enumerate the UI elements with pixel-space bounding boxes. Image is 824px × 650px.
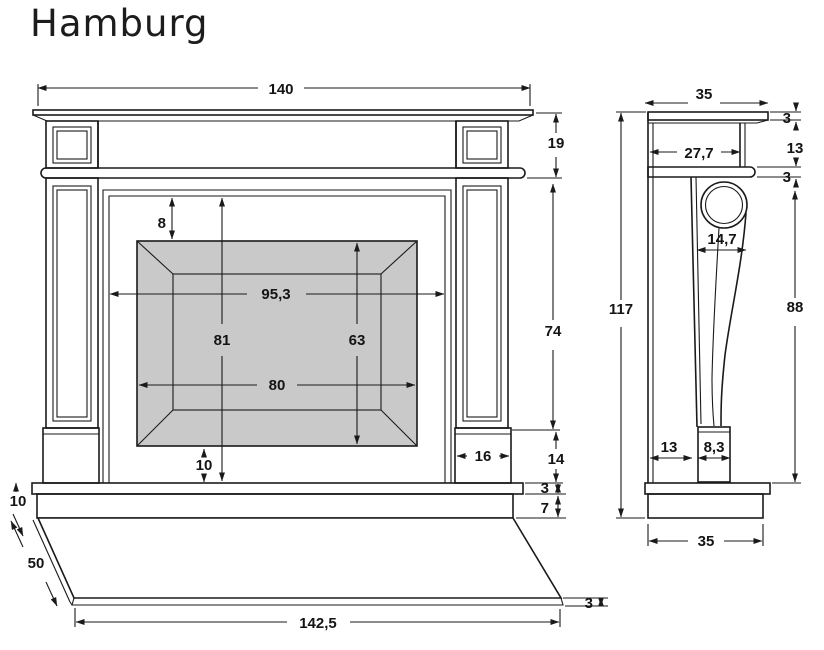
dim-front-hearth-depth: 50	[28, 555, 45, 572]
dim-side-shelf-thickness: 3	[783, 110, 791, 127]
side-shelf	[647, 111, 769, 124]
dim-front-frieze-height: 19	[548, 135, 565, 152]
dim-front-insert-height: 63	[349, 332, 366, 349]
dim-side-base-depth: 13	[661, 439, 678, 456]
dim-front-plinth-bottom: 7	[541, 500, 549, 517]
dim-front-sill-height: 10	[196, 457, 213, 474]
side-dimensions: 35 3 13 3 27,7	[609, 86, 803, 550]
dim-front-opening-width: 95,3	[261, 286, 290, 303]
right-capital-block	[455, 120, 509, 169]
dim-front-insert-width: 80	[269, 377, 286, 394]
astragal-rail	[40, 167, 526, 179]
plinth	[31, 482, 524, 519]
dim-side-frieze-height: 13	[787, 140, 804, 157]
dim-side-leg-height: 88	[787, 299, 804, 316]
opening-surround	[102, 189, 452, 483]
dim-side-block-width: 8,3	[704, 439, 725, 456]
dim-side-top-width: 35	[696, 86, 713, 103]
side-view: 35 3 13 3 27,7	[609, 86, 803, 550]
dim-front-column-height: 74	[545, 323, 562, 340]
front-view: 140 8 95,3 81 63 80	[10, 81, 608, 632]
right-column	[455, 177, 509, 429]
dim-side-frieze-depth: 27,7	[684, 145, 713, 162]
dim-front-base-block-width: 16	[475, 448, 492, 465]
left-base-block	[42, 427, 100, 484]
side-plinth	[644, 482, 771, 519]
dim-front-hearth-thickness: 3	[585, 595, 593, 612]
front-dimensions: 140 8 95,3 81 63 80	[10, 81, 608, 632]
dim-front-opening-top-inset: 8	[158, 215, 166, 232]
dim-front-plinth-top: 3	[541, 480, 549, 497]
firebox-insert	[136, 240, 418, 447]
dim-front-hearth-offset: 10	[10, 493, 27, 510]
page-title: Hamburg	[30, 2, 209, 45]
dim-side-rail-height: 3	[783, 169, 791, 186]
frieze	[97, 121, 457, 168]
dim-front-hearth-width: 142,5	[299, 615, 337, 632]
side-base-block	[697, 426, 731, 483]
dim-front-base-block-height: 14	[548, 451, 565, 468]
mantel-shelf	[32, 109, 534, 122]
hearth-slab	[32, 517, 564, 606]
side-frieze	[739, 123, 746, 167]
side-rail	[647, 166, 756, 178]
dim-side-bottom-width: 35	[698, 533, 715, 550]
scroll-volute	[700, 181, 748, 229]
dim-side-total-height: 117	[609, 301, 633, 318]
left-capital-block	[45, 120, 99, 169]
left-column	[45, 177, 99, 429]
dim-front-opening-height: 81	[214, 332, 231, 349]
dim-front-top-width: 140	[268, 81, 293, 98]
dim-side-leg-width: 14,7	[707, 231, 736, 248]
scroll-leg	[690, 176, 747, 428]
